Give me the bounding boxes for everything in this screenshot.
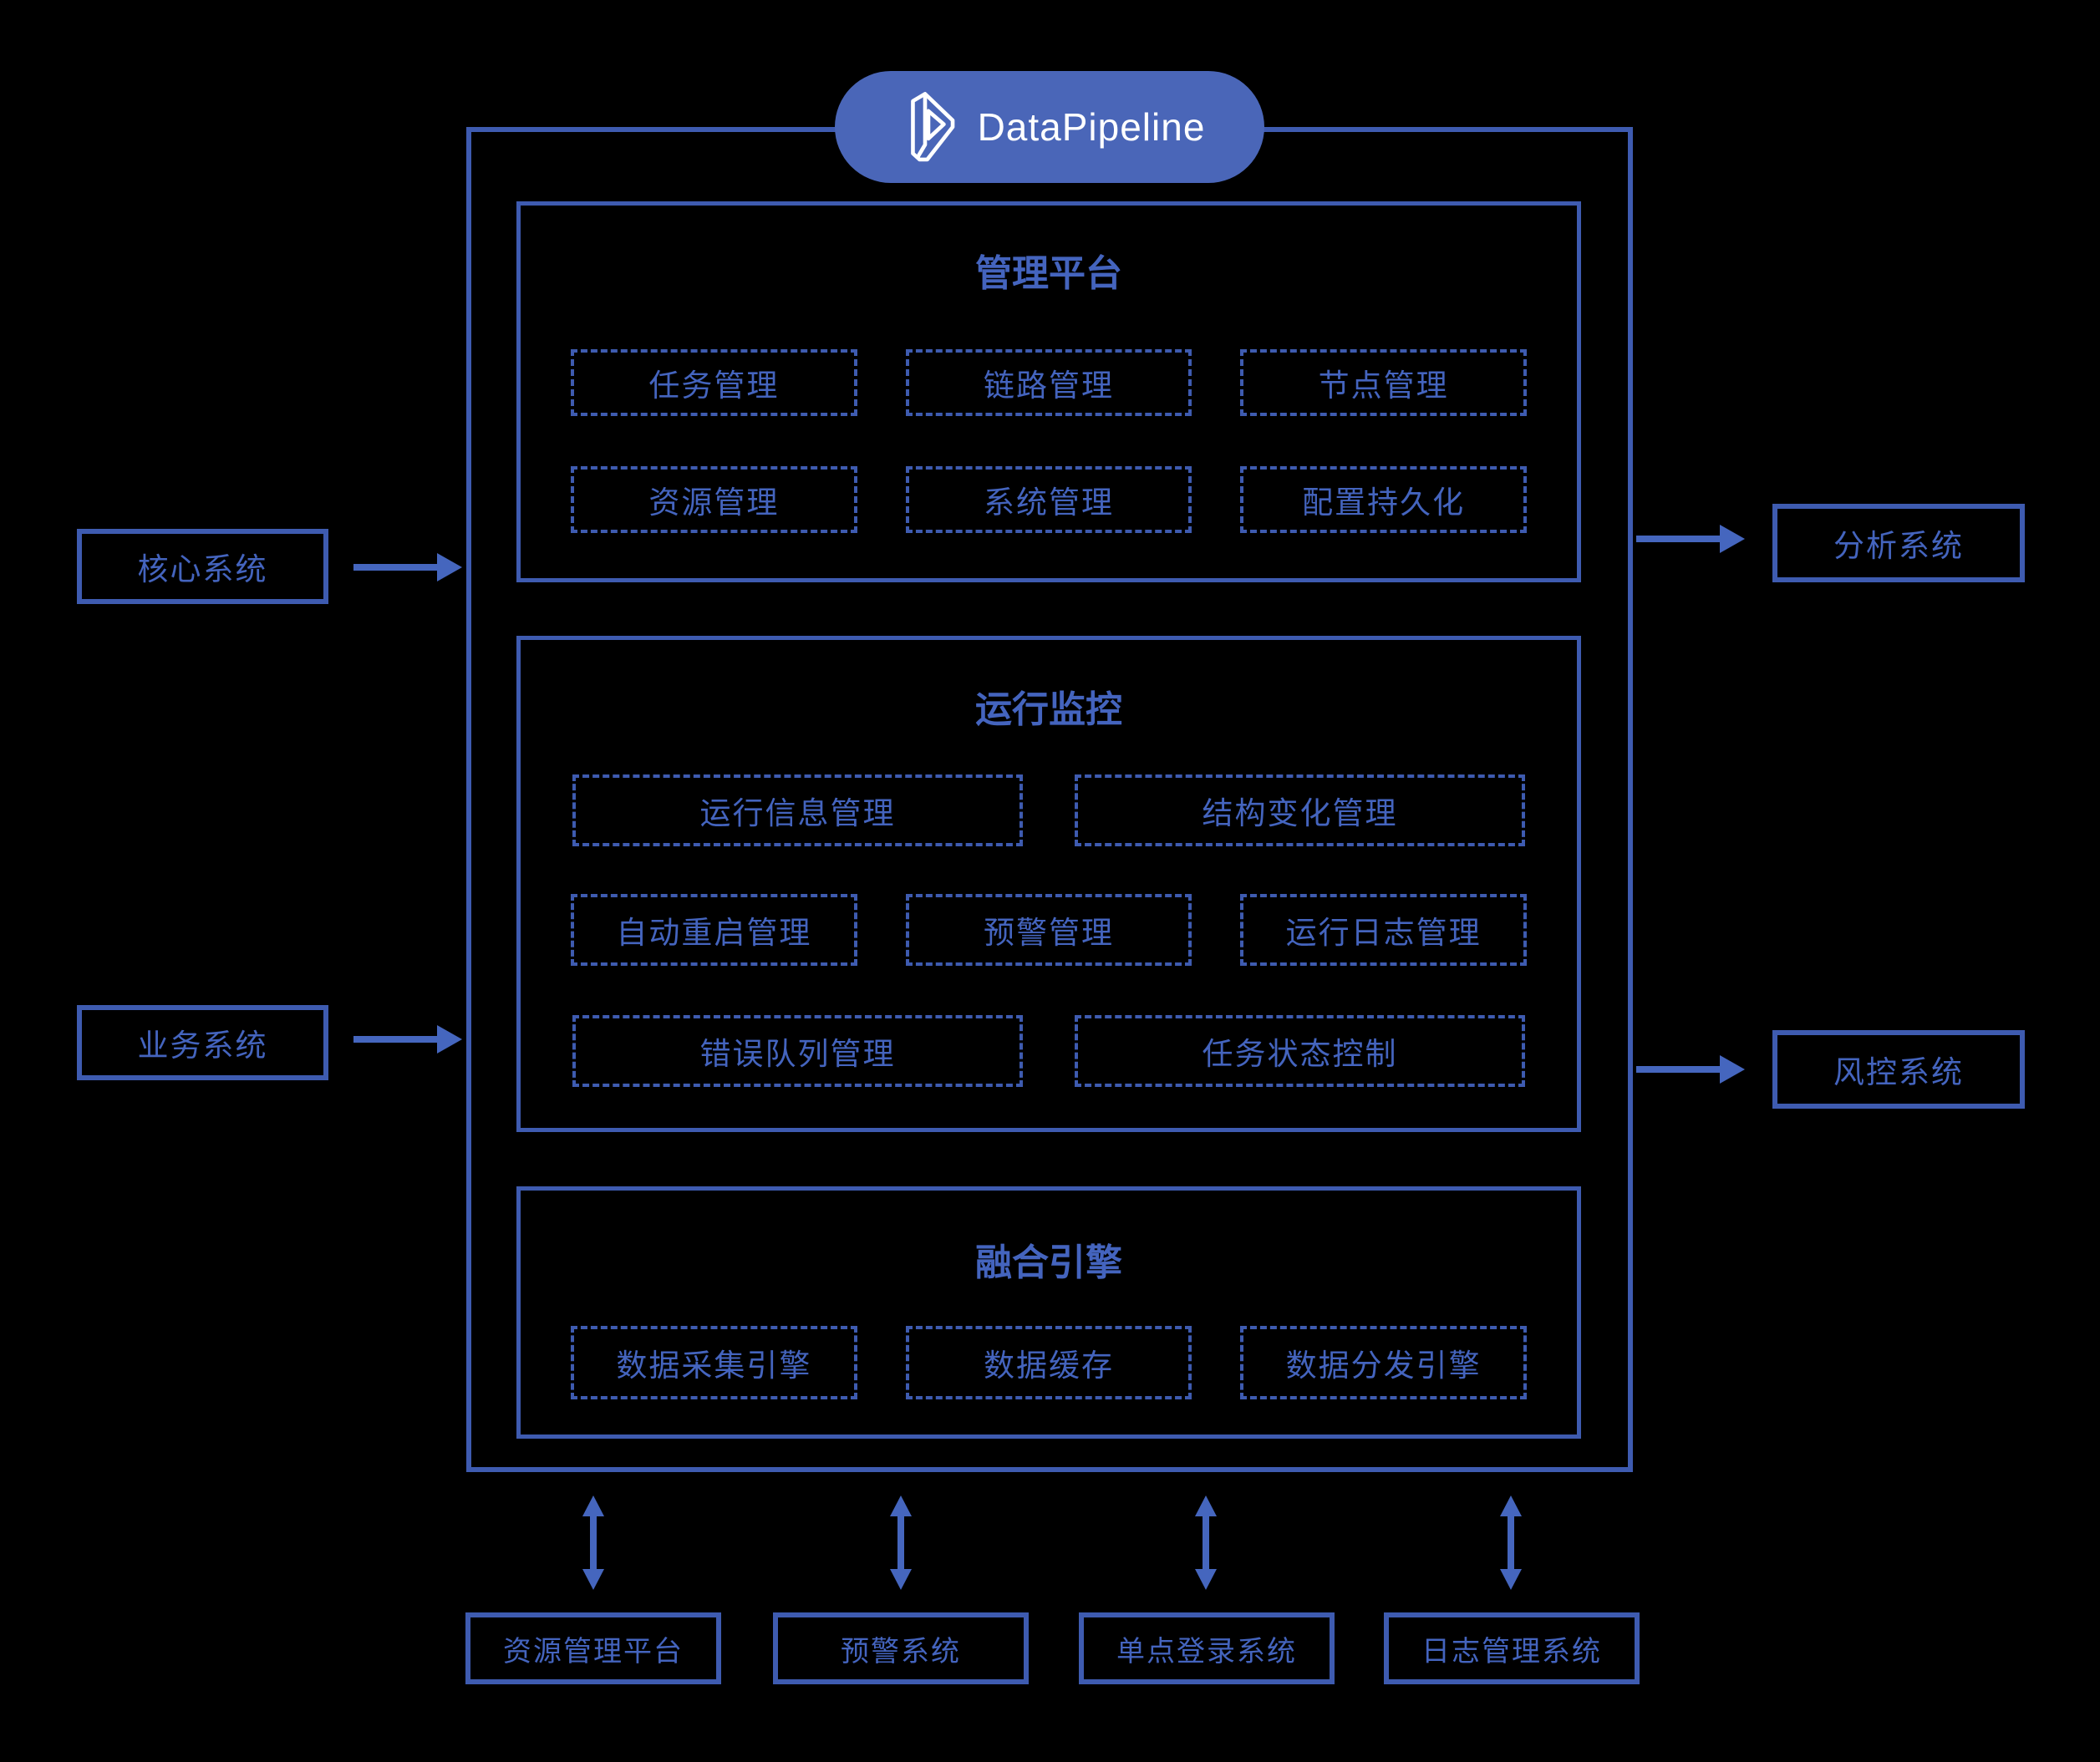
module-box: 系统管理 xyxy=(905,466,1192,533)
module-box: 数据采集引擎 xyxy=(571,1326,857,1399)
external-system-resource-platform: 资源管理平台 xyxy=(465,1612,721,1684)
module-box: 节点管理 xyxy=(1240,349,1528,416)
logo-text: DataPipeline xyxy=(977,105,1206,149)
arrow-right-icon xyxy=(353,1024,462,1054)
section-title: 融合引擎 xyxy=(975,1242,1122,1283)
module-row: 错误队列管理 任务状态控制 xyxy=(572,1015,1525,1087)
section-operation-monitoring: 运行监控 运行信息管理 结构变化管理 自动重启管理 预警管理 运行日志管理 错误… xyxy=(516,636,1581,1132)
module-box: 运行日志管理 xyxy=(1240,894,1528,966)
module-box: 资源管理 xyxy=(571,466,857,533)
module-box: 配置持久化 xyxy=(1240,466,1528,533)
module-box: 结构变化管理 xyxy=(1075,774,1525,846)
section-title: 运行监控 xyxy=(975,689,1122,730)
module-box: 数据缓存 xyxy=(905,1326,1192,1399)
module-row: 任务管理 链路管理 节点管理 xyxy=(571,349,1528,416)
module-box: 任务状态控制 xyxy=(1075,1015,1525,1087)
arrow-double-vertical-icon xyxy=(888,1495,913,1590)
external-system-analysis: 分析系统 xyxy=(1772,504,2025,582)
module-box: 预警管理 xyxy=(905,894,1192,966)
module-box: 错误队列管理 xyxy=(572,1015,1023,1087)
module-box: 任务管理 xyxy=(571,349,857,416)
module-box: 数据分发引擎 xyxy=(1240,1326,1528,1399)
arrow-right-icon xyxy=(1636,1054,1745,1084)
section-management-platform: 管理平台 任务管理 链路管理 节点管理 资源管理 系统管理 配置持久化 xyxy=(516,201,1581,582)
module-box: 链路管理 xyxy=(905,349,1192,416)
external-system-log-management: 日志管理系统 xyxy=(1384,1612,1640,1684)
arrow-double-vertical-icon xyxy=(581,1495,606,1590)
module-box: 自动重启管理 xyxy=(571,894,857,966)
external-system-sso: 单点登录系统 xyxy=(1079,1612,1335,1684)
module-row: 自动重启管理 预警管理 运行日志管理 xyxy=(571,894,1528,966)
logo-pill: DataPipeline xyxy=(835,71,1264,183)
datapipeline-logo-icon xyxy=(910,92,954,162)
arrow-right-icon xyxy=(353,552,462,582)
section-fusion-engine: 融合引擎 数据采集引擎 数据缓存 数据分发引擎 xyxy=(516,1186,1581,1439)
module-row: 运行信息管理 结构变化管理 xyxy=(572,774,1525,846)
module-row: 数据采集引擎 数据缓存 数据分发引擎 xyxy=(571,1326,1528,1399)
external-system-alert: 预警系统 xyxy=(773,1612,1029,1684)
module-row: 资源管理 系统管理 配置持久化 xyxy=(571,466,1528,533)
external-system-risk-control: 风控系统 xyxy=(1772,1030,2025,1109)
section-title: 管理平台 xyxy=(975,253,1122,294)
external-system-business: 业务系统 xyxy=(77,1005,328,1080)
arrow-double-vertical-icon xyxy=(1193,1495,1218,1590)
module-box: 运行信息管理 xyxy=(572,774,1023,846)
arrow-double-vertical-icon xyxy=(1498,1495,1523,1590)
arrow-right-icon xyxy=(1636,524,1745,554)
external-system-core: 核心系统 xyxy=(77,529,328,604)
